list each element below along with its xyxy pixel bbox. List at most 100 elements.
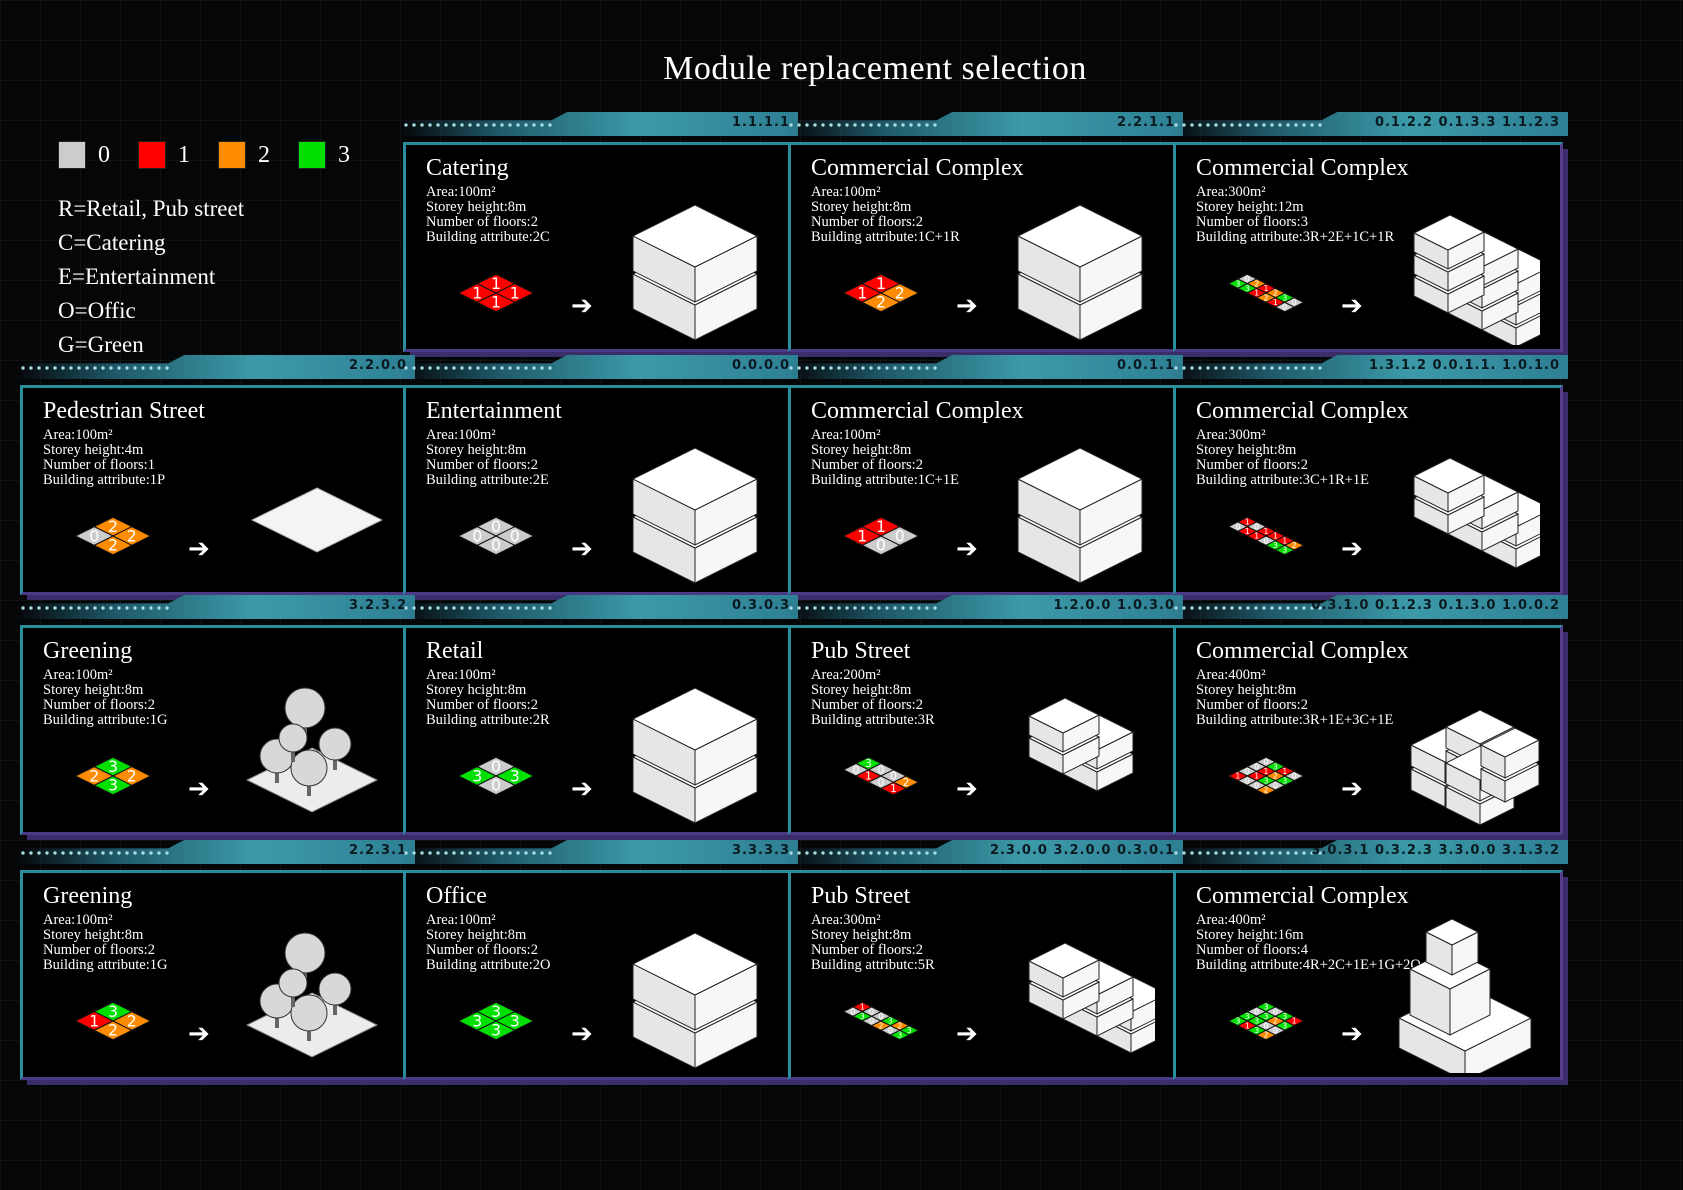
attribute-value: 2O <box>532 957 551 973</box>
module-tile-label: 1 <box>1282 767 1287 776</box>
module-tile-label: 3 <box>491 1021 501 1040</box>
module-tile-label: 3 <box>888 1017 893 1026</box>
module-tile-label: 1 <box>89 1011 99 1030</box>
module-tile-label: 1 <box>857 283 867 302</box>
header-dots <box>402 850 552 856</box>
module-tile-label: 0 <box>1235 522 1240 531</box>
module-tile-label: 3 <box>1282 293 1287 302</box>
module-tile-label: 0 <box>869 1017 874 1026</box>
legend-definition: C=Catering <box>58 230 166 255</box>
legend-definitions: R=Retail, Pub street C=Catering E=Entert… <box>58 192 378 362</box>
module-tile-label: 1 <box>1273 532 1278 541</box>
building-roof <box>1412 214 1486 251</box>
module-tile-label: 0 <box>876 536 886 555</box>
tree-canopy <box>290 994 328 1032</box>
module-tile <box>879 781 908 796</box>
module-tile-label: 3 <box>897 1031 902 1040</box>
building-face-right <box>1515 293 1540 326</box>
module-code: 2.2.1.1 <box>1117 115 1175 130</box>
module-tile-label: 0 <box>1254 1007 1259 1016</box>
attribute-label: Building attribute: <box>1196 957 1303 973</box>
module-tile <box>889 1029 911 1041</box>
attribute-label: Building attribute: <box>1196 229 1303 245</box>
building-roof <box>631 932 759 996</box>
building-face-right <box>1130 1021 1155 1054</box>
attribute-value: 1C+1E <box>917 472 959 488</box>
attribute-value: 2R <box>532 712 550 728</box>
card-header: 1.3.1.2 0.0.1.1. 1.0.1.0 <box>1170 355 1568 379</box>
prop-attribute: Building attribute:3R+1E+3C+1E <box>1196 713 1393 728</box>
module-code: 0.1.2.2 0.1.3.3 1.1.2.3 <box>1374 115 1560 130</box>
header-dots <box>787 605 937 611</box>
swatch-label: 1 <box>178 141 190 168</box>
prop-floors: Number of floors:2 <box>43 942 155 958</box>
arrow-right-icon: ➔ <box>956 774 978 804</box>
module-tile-label: 3 <box>108 1002 118 1021</box>
arrow-right-icon: ➔ <box>571 774 593 804</box>
module-tile-label: 0 <box>1254 522 1259 531</box>
module-tile-label: 3 <box>1245 284 1250 293</box>
module-tile-label: 1 <box>1245 518 1250 527</box>
module-tile-label: 0 <box>1263 536 1268 545</box>
module-tile <box>1255 1029 1277 1041</box>
legend-swatch-2: 2 <box>218 141 270 169</box>
building-isometric-model <box>1397 918 1533 1073</box>
attribute-label: Building attribute: <box>1196 472 1303 488</box>
prop-attribute: Building attribute:3C+1R+1E <box>1196 473 1369 488</box>
legend-definition: O=Offic <box>58 298 136 323</box>
legend-definition: G=Green <box>58 332 144 357</box>
legend-swatch-1: 1 <box>138 141 190 169</box>
prop-floors: Number of floors:2 <box>43 697 155 713</box>
module-tile <box>476 1020 516 1041</box>
legend-swatch-3: 3 <box>298 141 350 169</box>
prop-storey-height: Storey height:12m <box>1196 199 1304 215</box>
card-title: Office <box>426 883 487 909</box>
card-title: Entertainment <box>426 398 562 424</box>
building-isometric-model <box>1016 204 1144 341</box>
module-tile-label: 3 <box>1254 1017 1259 1026</box>
prop-area: Area:400m² <box>1196 667 1266 683</box>
prop-area: Area:100m² <box>426 427 496 443</box>
building-roof <box>1412 457 1486 494</box>
module-tile-label: 2 <box>903 777 910 789</box>
card-header: 0.1.2.2 0.1.3.3 1.1.2.3 <box>1170 112 1568 136</box>
attribute-value: 1G <box>149 957 168 973</box>
prop-storey-height: Storey height:8m <box>811 927 912 943</box>
module-tile-label: 3 <box>860 1012 865 1021</box>
module-tile-label: 0 <box>491 757 501 776</box>
prop-attribute: Building attribute:1G <box>43 958 167 973</box>
prop-storey-height: Storey height:16m <box>1196 927 1304 943</box>
module-tile-label: 0 <box>1273 781 1278 790</box>
module-tile-label: 3 <box>472 766 482 785</box>
module-code: 0.3.1.0 0.1.2.3 0.1.3.0 1.0.0.2 <box>1311 598 1560 613</box>
prop-area: Area:400m² <box>1196 912 1266 928</box>
card-header: 2.3.0.0 3.2.0.0 0.3.0.1 <box>785 840 1183 864</box>
module-tile <box>93 1020 133 1041</box>
prop-floors: Number of floors:2 <box>811 942 923 958</box>
card-header: 1.1.1.1 <box>400 112 798 136</box>
module-tile-label: 0 <box>890 771 897 783</box>
module-tile-label: 2 <box>1273 1017 1278 1026</box>
module-tile-label: 3 <box>1273 541 1278 550</box>
card-header: 0.3.1.0 0.1.2.3 0.1.3.0 1.0.0.2 <box>1170 595 1568 619</box>
header-dots <box>787 365 937 371</box>
